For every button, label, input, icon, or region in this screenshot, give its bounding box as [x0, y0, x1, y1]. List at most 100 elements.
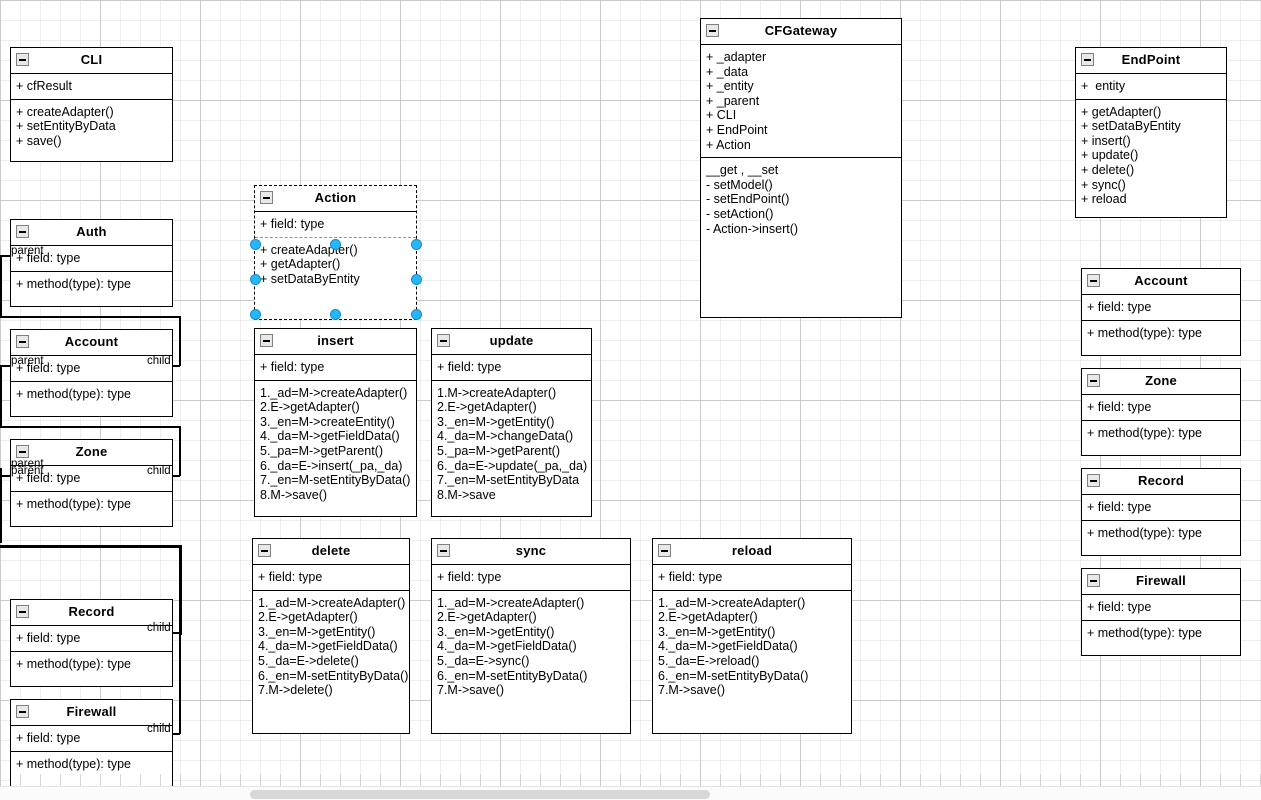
collapse-minus-icon[interactable] [16, 605, 29, 618]
class-box-zone-right[interactable]: Zone+ field: type+ method(type): type [1081, 368, 1241, 456]
class-box-account-left[interactable]: Account+ field: type+ method(type): type [10, 329, 173, 417]
class-box-auth[interactable]: Auth+ field: type+ method(type): type [10, 219, 173, 307]
operation-row: 5._da=E->reload() [658, 653, 760, 668]
class-title-bar: sync [432, 539, 630, 565]
class-name: Zone [1145, 373, 1177, 389]
class-operations: + method(type): type [1082, 321, 1240, 346]
class-title-bar: Firewall [1082, 569, 1240, 595]
class-operations: + method(type): type [1082, 621, 1240, 646]
collapse-minus-icon[interactable] [16, 53, 29, 66]
operation-row: 8.M->save() [260, 487, 328, 502]
connector-account-right-vert[interactable] [179, 426, 181, 476]
operation-row: 2.E->getAdapter() [437, 610, 537, 625]
attribute-row: + field: type [658, 570, 723, 584]
class-name: Account [1134, 273, 1188, 289]
operation-row: 4._da=M->getFieldData() [258, 639, 398, 654]
collapse-minus-icon[interactable] [1087, 374, 1100, 387]
collapse-minus-icon[interactable] [437, 544, 450, 557]
attribute-row: + field: type [1087, 400, 1152, 414]
attribute-row: + field: type [258, 570, 323, 584]
attribute-row: + entity [1081, 79, 1126, 93]
selection-handle-se[interactable] [411, 309, 422, 320]
class-attributes: + field: type [255, 212, 416, 238]
class-box-account-right[interactable]: Account+ field: type+ method(type): type [1081, 268, 1241, 356]
operation-row: 4._da=M->getFieldData() [260, 429, 400, 444]
class-attributes: + field: type [432, 565, 630, 591]
connector-account-left-vert[interactable] [0, 365, 2, 427]
attribute-row: + field: type [16, 361, 81, 375]
operation-row: + method(type): type [1087, 625, 1202, 640]
operation-row: - setModel() [706, 177, 773, 192]
collapse-minus-icon[interactable] [706, 24, 719, 37]
operation-row: + method(type): type [16, 386, 131, 401]
edge-label-zone-parent-2: parent [11, 465, 44, 477]
collapse-minus-icon[interactable] [16, 705, 29, 718]
attribute-row: + field: type [1087, 600, 1152, 614]
horizontal-scrollbar[interactable] [0, 786, 1261, 800]
operation-row: + setDataByEntity [1081, 119, 1181, 134]
collapse-minus-icon[interactable] [658, 544, 671, 557]
attribute-row: + _entity [706, 79, 754, 94]
class-box-cli[interactable]: CLI+ cfResult+ createAdapter()+ setEntit… [10, 47, 173, 162]
operation-row: + insert() [1081, 133, 1131, 148]
selection-handle-n[interactable] [330, 239, 341, 250]
collapse-minus-icon[interactable] [260, 191, 273, 204]
collapse-minus-icon[interactable] [260, 334, 273, 347]
class-title-bar: update [432, 329, 591, 355]
class-box-cfgateway[interactable]: CFGateway+ _adapter+ _data+ _entity+ _pa… [700, 18, 902, 318]
selection-handle-nw[interactable] [250, 239, 261, 250]
collapse-minus-icon[interactable] [1087, 474, 1100, 487]
collapse-minus-icon[interactable] [16, 225, 29, 238]
collapse-minus-icon[interactable] [16, 335, 29, 348]
collapse-minus-icon[interactable] [1087, 274, 1100, 287]
class-operations: + method(type): type [11, 652, 172, 677]
class-box-action[interactable]: Action+ field: type+ createAdapter()+ ge… [254, 185, 417, 320]
class-operations: 1._ad=M->createAdapter()2.E->getAdapter(… [653, 591, 851, 703]
class-box-endpoint[interactable]: EndPoint+ entity+ getAdapter()+ setDataB… [1075, 47, 1227, 218]
class-attributes: + field: type [11, 626, 172, 652]
attribute-row: + field: type [260, 217, 325, 231]
collapse-minus-icon[interactable] [1087, 574, 1100, 587]
class-operations: 1.M->createAdapter()2.E->getAdapter()3._… [432, 381, 591, 508]
connector-auth-right-vert[interactable] [179, 316, 181, 366]
selection-handle-sw[interactable] [250, 309, 261, 320]
class-box-record-right[interactable]: Record+ field: type+ method(type): type [1081, 468, 1241, 556]
class-operations: + method(type): type [1082, 521, 1240, 546]
collapse-minus-icon[interactable] [1081, 53, 1094, 66]
class-box-record-left[interactable]: Record+ field: type+ method(type): type [10, 599, 173, 687]
connector-auth-left-vert[interactable] [0, 255, 2, 317]
connector-zone-bottom-h[interactable] [0, 545, 180, 548]
class-box-zone-left[interactable]: Zone+ field: type+ method(type): type [10, 439, 173, 527]
class-box-update[interactable]: update + field: type 1.M->createAdapter()2… [431, 328, 592, 517]
collapse-minus-icon[interactable] [258, 544, 271, 557]
connector-zone-right-vert[interactable] [179, 545, 182, 635]
edge-label-auth-parent: parent [11, 245, 44, 257]
edge-label-account-parent: parent [11, 355, 44, 367]
connector-record-right-vert[interactable] [179, 632, 181, 734]
collapse-minus-icon[interactable] [437, 334, 450, 347]
operation-row: 3._en=M->getEntity() [658, 624, 776, 639]
edge-label-firewall-child: child [147, 723, 171, 735]
selection-handle-s[interactable] [330, 309, 341, 320]
collapse-minus-icon[interactable] [16, 445, 29, 458]
class-box-firewall-right[interactable]: Firewall + field: type + method(type): typ… [1081, 568, 1241, 656]
selection-handle-w[interactable] [250, 274, 261, 285]
connector-zone-left-vert[interactable] [0, 468, 2, 543]
selection-handle-ne[interactable] [411, 239, 422, 250]
connector-auth-bottom-h[interactable] [0, 316, 180, 318]
operation-row: 6._en=M-setEntityByData() [258, 668, 409, 683]
class-attributes: + field: type [11, 246, 172, 272]
attribute-row: + field: type [437, 360, 502, 374]
connector-account-bottom-h[interactable] [0, 426, 180, 428]
selection-handle-e[interactable] [411, 274, 422, 285]
class-box-firewall-left[interactable]: Firewall+ field: type+ method(type): typ… [10, 699, 173, 787]
operation-row: __get , __set [706, 163, 779, 178]
operation-row: 2.E->getAdapter() [658, 610, 758, 625]
attribute-row: + _data [706, 64, 749, 79]
horizontal-scrollbar-thumb[interactable] [250, 790, 710, 799]
